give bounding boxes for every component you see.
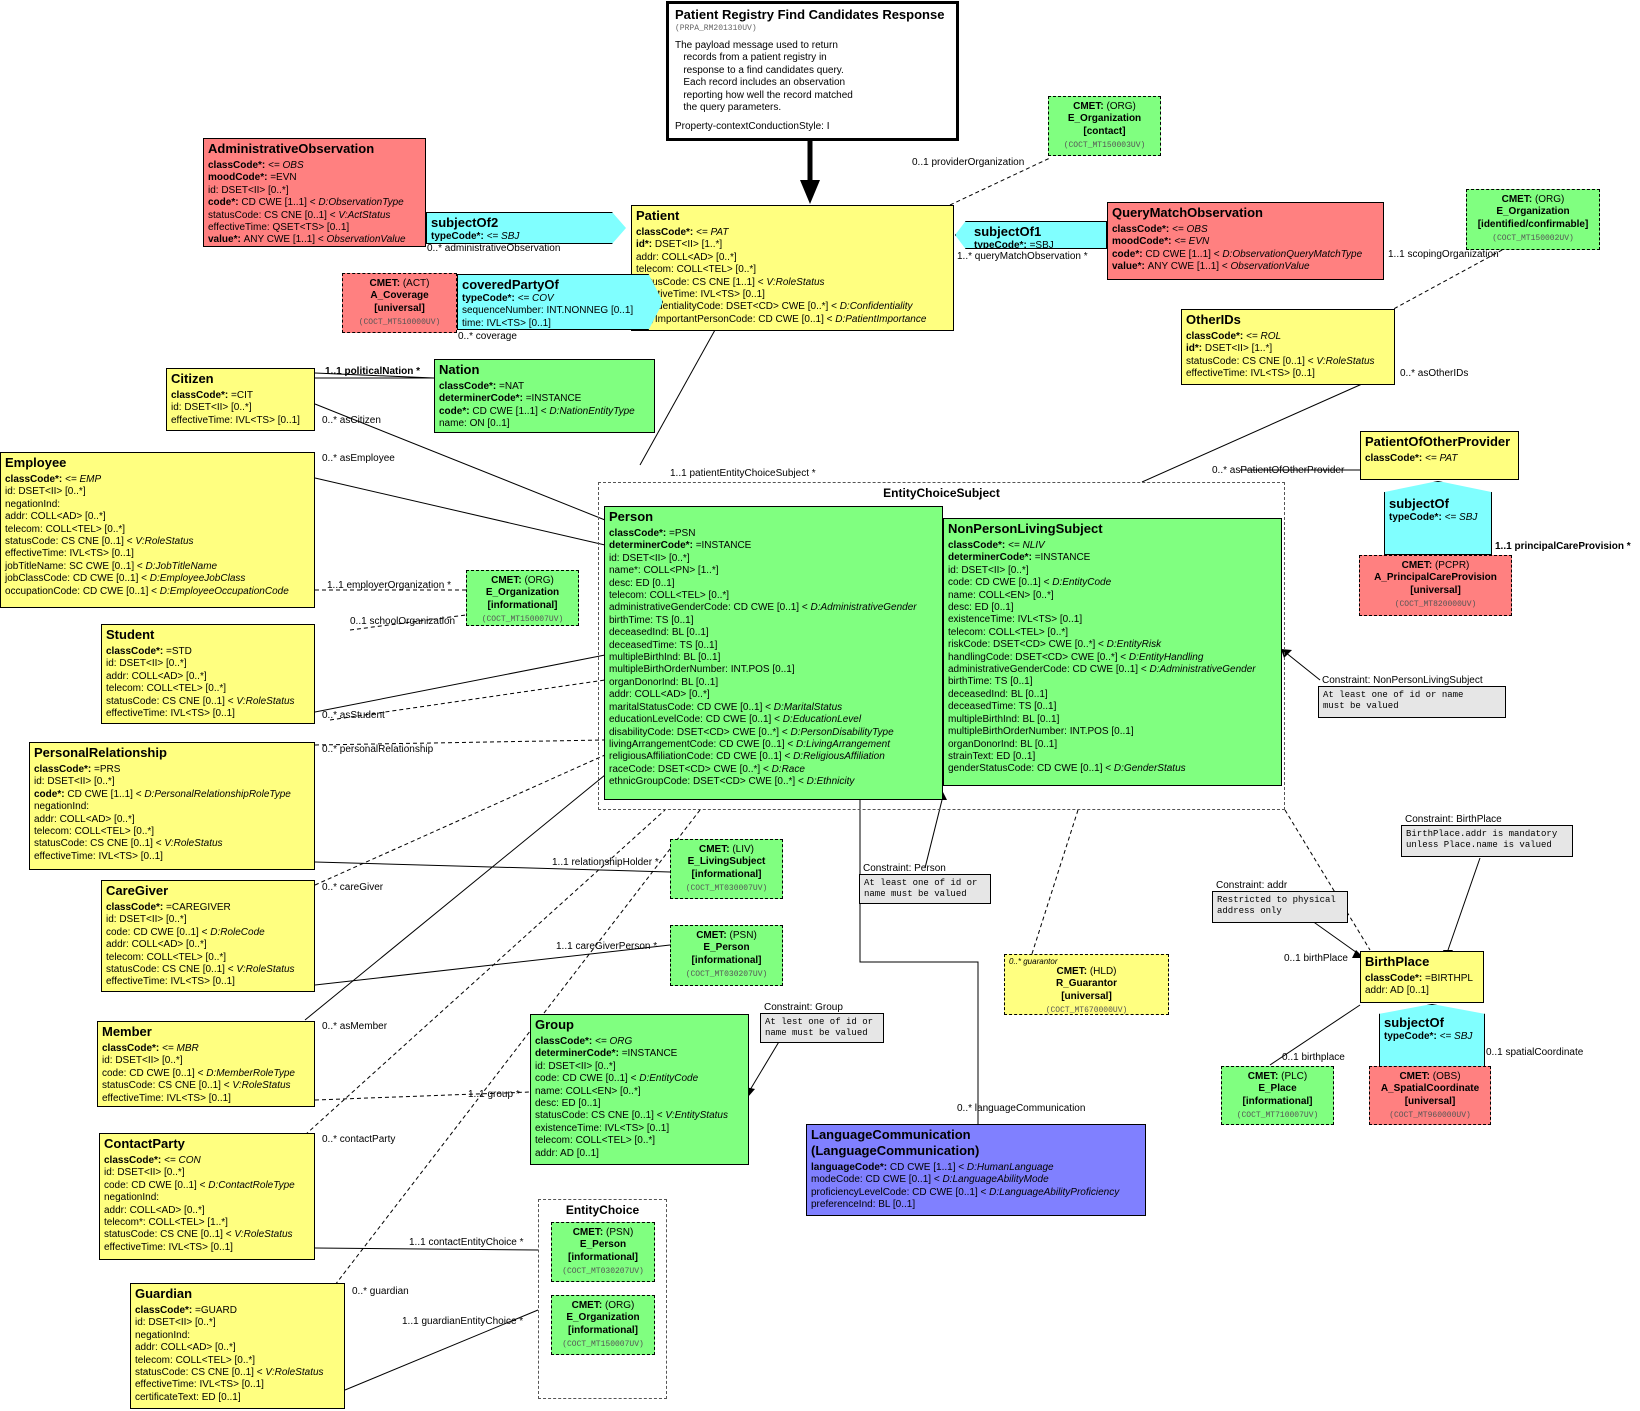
cmet-a-coverage[interactable]: CMET: (ACT) A_Coverage [universal] (COCT… (342, 273, 457, 333)
class-attribute: effectiveTime: QSET<TS> [0..1] (208, 222, 350, 234)
cmet-e-organization-identified[interactable]: CMET: (ORG) E_Organization [identified/c… (1466, 189, 1600, 250)
header-code: (PRPA_RM201310UV) (675, 24, 757, 33)
class-personal-relationship[interactable]: PersonalRelationship classCode*: =PRS id… (29, 742, 315, 870)
cmet-e-person-caregiver[interactable]: CMET: (PSN) E_Person [informational] (CO… (670, 925, 783, 986)
role-label: 0..1 schoolOrganization (350, 616, 456, 627)
role-label: 0..* guardian (352, 1286, 409, 1297)
entity-choice-subject-group: EntityChoiceSubject (598, 482, 1285, 810)
class-person[interactable]: Person classCode*: =PSN determinerCode*:… (604, 506, 943, 800)
role-label: 0..* coverage (458, 331, 517, 342)
class-attribute: code*: CD CWE [1..1] < D:ObservationType (208, 197, 404, 209)
constraint-label: Constraint: BirthPlace (1405, 814, 1502, 825)
role-label: 1..1 scopingOrganization (1388, 249, 1499, 260)
constraint-label: Constraint: Person (863, 863, 946, 874)
class-title: Patient (636, 208, 680, 223)
constraint-person-note: At least one of id or name must be value… (859, 874, 991, 904)
association-subject-of-spatial[interactable]: subjectOf typeCode*: <= SBJ (1379, 1004, 1485, 1070)
constraint-birthplace-note: BirthPlace.addr is mandatory unless Plac… (1401, 825, 1573, 857)
constraint-label: Constraint: Group (764, 1002, 843, 1013)
role-label: 1..1 politicalNation * (325, 366, 421, 377)
role-label: 0..* guarantor (1009, 957, 1058, 966)
role-label: 1..1 guardianEntityChoice * (402, 1316, 524, 1327)
class-citizen[interactable]: Citizen classCode*: =CIT id: DSET<II> [0… (166, 368, 315, 431)
role-label: 0..* careGiver (322, 882, 384, 893)
class-patient[interactable]: Patient classCode*: <= PAT id*: DSET<II>… (631, 205, 954, 331)
class-attribute: value*: ANY CWE [1..1] < ObservationValu… (208, 234, 406, 246)
message-header-box: Patient Registry Find Candidates Respons… (666, 1, 959, 141)
role-label: 0..1 birthPlace (1284, 953, 1348, 964)
cmet-r-guarantor[interactable]: 0..* guarantor CMET: (HLD) R_Guarantor [… (1004, 954, 1169, 1015)
class-non-person-living-subject[interactable]: NonPersonLivingSubject classCode*: <= NL… (943, 518, 1282, 786)
header-description: The payload message used to return recor… (675, 39, 853, 114)
cmet-a-spatial-coordinate[interactable]: CMET: (OBS) A_SpatialCoordinate [univers… (1369, 1066, 1491, 1125)
role-label: 0..* asCitizen (322, 415, 381, 426)
role-label: 1..1 employerOrganization * (327, 580, 451, 591)
class-administrative-observation[interactable]: AdministrativeObservation classCode*: <=… (203, 138, 426, 247)
class-guardian[interactable]: Guardian classCode*: =GUARD id: DSET<II>… (130, 1283, 345, 1409)
class-student[interactable]: Student classCode*: =STD id: DSET<II> [0… (101, 624, 315, 724)
cmet-e-living-subject[interactable]: CMET: (LIV) E_LivingSubject [information… (670, 839, 783, 899)
class-title: AdministrativeObservation (208, 141, 375, 156)
role-label: 0..1 spatialCoordinate (1486, 1047, 1584, 1058)
constraint-label: Constraint: NonPersonLivingSubject (1322, 675, 1483, 686)
constraint-group-note: At lest one of id or name must be valued (760, 1013, 884, 1043)
class-attribute: id: DSET<II> [0..*] (208, 184, 289, 196)
role-label: 1..1 group * (468, 1089, 520, 1100)
class-care-giver[interactable]: CareGiver classCode*: =CAREGIVER id: DSE… (101, 880, 315, 992)
role-label: 0..* asOtherIDs (1400, 368, 1469, 379)
role-label: 0..* asPatientOfOtherProvider (1212, 465, 1345, 476)
cmet-e-place[interactable]: CMET: (PLC) E_Place [informational] (COC… (1221, 1066, 1334, 1125)
role-label: 0..* asStudent (322, 710, 385, 721)
class-member[interactable]: Member classCode*: <= MBR id: DSET<II> [… (97, 1021, 315, 1107)
association-subject-of-1[interactable]: subjectOf1 typeCode*: =SBJ (955, 221, 1107, 249)
role-label: 1..* queryMatchObservation * (957, 251, 1088, 262)
role-label: 1..1 patientEntityChoiceSubject * (670, 468, 816, 479)
class-language-communication[interactable]: LanguageCommunication (LanguageCommunica… (806, 1124, 1146, 1216)
class-attribute: statusCode: CS CNE [0..1] < V:ActStatus (208, 209, 391, 221)
class-patient-of-other-provider[interactable]: PatientOfOtherProvider classCode*: <= PA… (1360, 431, 1519, 480)
role-label: 0..1 providerOrganization (912, 157, 1025, 168)
role-label: 0..* contactParty (322, 1134, 396, 1145)
association-subject-of-2[interactable]: subjectOf2 typeCode*: <= SBJ (426, 212, 626, 244)
role-label: 1..1 principalCareProvision * (1495, 541, 1631, 552)
role-label: 0..* personalRelationship (322, 744, 434, 755)
class-birth-place[interactable]: BirthPlace classCode*: =BIRTHPL addr: AD… (1360, 951, 1484, 1003)
association-covered-party-of[interactable]: coveredPartyOf typeCode*: <= COV sequenc… (457, 274, 663, 330)
class-query-match-observation[interactable]: QueryMatchObservation classCode*: <= OBS… (1107, 202, 1384, 280)
header-style: Property-contextConductionStyle: I (675, 120, 830, 132)
header-title: Patient Registry Find Candidates Respons… (675, 7, 945, 22)
constraint-addr-note: Restricted to physical address only (1212, 891, 1348, 923)
role-label: 0..* administrativeObservation (427, 243, 561, 254)
cmet-e-organization-informational[interactable]: CMET: (ORG) E_Organization [informationa… (466, 570, 579, 626)
role-label: 0..* asMember (322, 1021, 388, 1032)
role-label: 1..1 contactEntityChoice * (409, 1237, 524, 1248)
role-label: 1..1 relationshipHolder * (552, 857, 659, 868)
class-attribute: classCode*: <= OBS (208, 160, 304, 171)
entity-choice-group: EntityChoice (538, 1199, 667, 1399)
cmet-e-organization-entity-choice[interactable]: CMET: (ORG) E_Organization [informationa… (551, 1295, 655, 1355)
association-subject-of-pcpr[interactable]: subjectOf typeCode*: <= SBJ (1384, 481, 1492, 555)
class-group[interactable]: Group classCode*: <= ORG determinerCode*… (530, 1014, 749, 1165)
constraint-label: Constraint: addr (1216, 880, 1288, 891)
role-label: 1..1 careGiverPerson * (556, 941, 658, 952)
constraint-npls-note: At least one of id or name must be value… (1318, 686, 1506, 718)
role-label: 0..1 birthplace (1282, 1052, 1345, 1063)
cmet-a-principal-care-provision[interactable]: CMET: (PCPR) A_PrincipalCareProvision [u… (1359, 555, 1512, 616)
cmet-e-person-entity-choice[interactable]: CMET: (PSN) E_Person [informational] (CO… (551, 1222, 655, 1282)
class-other-ids[interactable]: OtherIDs classCode*: <= ROL id*: DSET<II… (1181, 309, 1395, 385)
class-contact-party[interactable]: ContactParty classCode*: <= CON id: DSET… (99, 1133, 315, 1260)
class-nation[interactable]: Nation classCode*: =NAT determinerCode*:… (434, 359, 655, 433)
cmet-e-organization-contact[interactable]: CMET: (ORG) E_Organization [contact] (CO… (1048, 96, 1161, 156)
class-employee[interactable]: Employee classCode*: <= EMP id: DSET<II>… (0, 452, 315, 608)
role-label: 0..* asEmployee (322, 453, 395, 464)
role-label: 0..* languageCommunication (957, 1103, 1086, 1114)
class-attribute: moodCode*: =EVN (208, 172, 297, 184)
